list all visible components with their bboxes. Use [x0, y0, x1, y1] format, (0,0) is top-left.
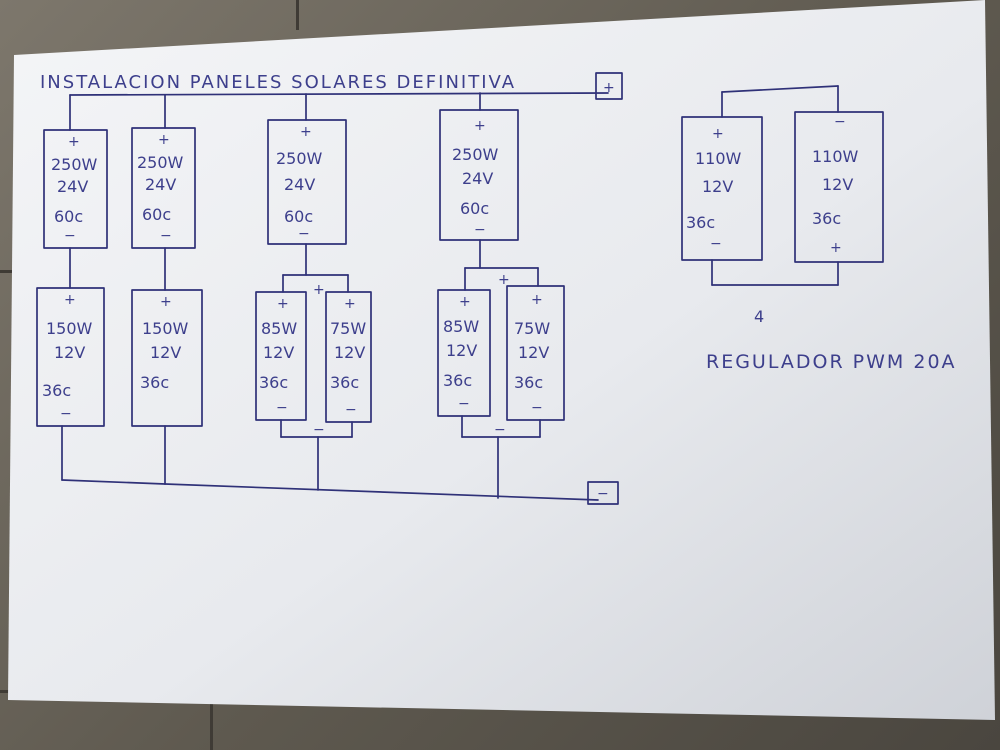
svg-text:−: −	[531, 400, 543, 416]
panel-right-right: − 110W 12V 36c +	[794, 111, 884, 263]
svg-text:+: +	[277, 296, 289, 312]
panel-g4-right: + 75W 12V 36c −	[506, 285, 565, 421]
panel-g2-bottom: + 150W 12V 36c	[131, 289, 203, 427]
svg-text:−: −	[345, 402, 357, 418]
svg-text:36c: 36c	[42, 381, 71, 400]
svg-text:+: +	[68, 134, 80, 150]
svg-text:150W: 150W	[46, 319, 93, 338]
svg-text:250W: 250W	[276, 149, 323, 168]
svg-text:−: −	[160, 228, 172, 244]
svg-text:−: −	[60, 406, 72, 422]
tile-seam	[296, 0, 299, 30]
panel-right-left: + 110W 12V 36c −	[681, 116, 763, 261]
svg-text:−: −	[597, 486, 609, 502]
svg-text:85W: 85W	[443, 317, 479, 336]
svg-text:250W: 250W	[51, 155, 98, 174]
panel-g4-left: + 85W 12V 36c −	[437, 289, 491, 417]
svg-text:24V: 24V	[284, 175, 315, 194]
svg-text:+: +	[300, 124, 312, 140]
svg-text:12V: 12V	[334, 343, 365, 362]
svg-text:250W: 250W	[452, 145, 499, 164]
svg-text:85W: 85W	[261, 319, 297, 338]
svg-text:+: +	[603, 80, 615, 96]
svg-text:36c: 36c	[443, 371, 472, 390]
svg-text:36c: 36c	[686, 213, 715, 232]
svg-text:150W: 150W	[142, 319, 189, 338]
svg-text:36c: 36c	[812, 209, 841, 228]
svg-text:12V: 12V	[702, 177, 733, 196]
panel-g4-top: + 250W 24V 60c −	[439, 109, 519, 241]
svg-text:60c: 60c	[460, 199, 489, 218]
svg-text:24V: 24V	[57, 177, 88, 196]
positive-terminal: +	[595, 72, 623, 100]
svg-text:36c: 36c	[330, 373, 359, 392]
negative-terminal: −	[587, 481, 619, 505]
svg-text:−: −	[710, 236, 722, 252]
svg-text:12V: 12V	[518, 343, 549, 362]
svg-text:−: −	[64, 228, 76, 244]
panel-g1-top: + 250W 24V 60c −	[43, 129, 108, 249]
svg-text:+: +	[344, 296, 356, 312]
svg-text:−: −	[276, 400, 288, 416]
svg-text:12V: 12V	[150, 343, 181, 362]
output-number: 4	[754, 307, 764, 326]
svg-text:+: +	[158, 132, 170, 148]
paper-sheet	[8, 0, 995, 720]
svg-text:−: −	[474, 222, 486, 238]
svg-text:60c: 60c	[54, 207, 83, 226]
tile-seam	[210, 690, 213, 750]
panel-g3-top: + 250W 24V 60c −	[267, 119, 347, 245]
svg-text:75W: 75W	[514, 319, 550, 338]
wiring	[61, 85, 839, 501]
svg-text:+: +	[531, 292, 543, 308]
svg-text:+: +	[64, 292, 76, 308]
svg-text:60c: 60c	[142, 205, 171, 224]
regulator-label: REGULADOR PWM 20A	[706, 351, 957, 373]
svg-text:36c: 36c	[259, 373, 288, 392]
svg-text:+: +	[830, 240, 842, 256]
svg-text:−: −	[458, 396, 470, 412]
tile-seam	[0, 270, 20, 273]
svg-text:12V: 12V	[822, 175, 853, 194]
svg-text:36c: 36c	[514, 373, 543, 392]
svg-text:−: −	[298, 226, 310, 242]
minus-label: −	[313, 422, 325, 438]
svg-text:24V: 24V	[462, 169, 493, 188]
svg-text:75W: 75W	[330, 319, 366, 338]
plus-label: +	[313, 282, 325, 298]
svg-text:24V: 24V	[145, 175, 176, 194]
svg-text:−: −	[834, 114, 846, 130]
svg-text:+: +	[459, 294, 471, 310]
svg-text:110W: 110W	[812, 147, 859, 166]
svg-text:110W: 110W	[695, 149, 742, 168]
panel-g3-left: + 85W 12V 36c −	[255, 291, 307, 421]
svg-text:36c: 36c	[140, 373, 169, 392]
panel-g1-bottom: + 150W 12V 36c −	[36, 287, 105, 427]
svg-text:12V: 12V	[446, 341, 477, 360]
svg-text:+: +	[712, 126, 724, 142]
panel-g2-top: + 250W 24V 60c −	[131, 127, 196, 249]
svg-text:12V: 12V	[54, 343, 85, 362]
svg-text:+: +	[160, 294, 172, 310]
minus-label: −	[494, 422, 506, 438]
svg-text:250W: 250W	[137, 153, 184, 172]
svg-text:60c: 60c	[284, 207, 313, 226]
plus-label: +	[498, 272, 510, 288]
panel-g3-right: + 75W 12V 36c −	[325, 291, 372, 423]
svg-text:+: +	[474, 118, 486, 134]
diagram-title: INSTALACION PANELES SOLARES DEFINITIVA	[40, 72, 516, 93]
svg-text:12V: 12V	[263, 343, 294, 362]
